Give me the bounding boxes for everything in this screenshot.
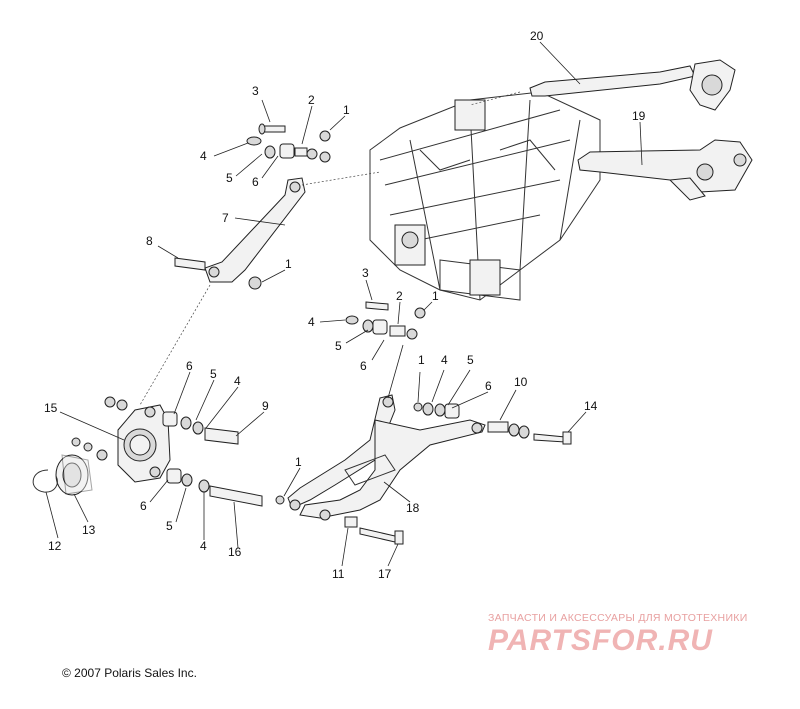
callout-14: 14	[584, 399, 598, 413]
callout-16: 16	[228, 545, 242, 559]
callout-9: 9	[262, 399, 269, 413]
callout-5: 5	[210, 367, 217, 381]
callout-4: 4	[200, 539, 207, 553]
callout-8: 8	[146, 234, 153, 248]
callout-6: 6	[360, 359, 367, 373]
callout-5: 5	[335, 339, 342, 353]
callout-4: 4	[441, 353, 448, 367]
callout-1: 1	[285, 257, 292, 271]
callout-15: 15	[44, 401, 58, 415]
chassis-frame	[369, 91, 601, 301]
a-arm-hardware	[275, 402, 572, 545]
camber-link-7	[139, 171, 381, 406]
callout-13: 13	[82, 523, 96, 537]
callout-6: 6	[140, 499, 147, 513]
callout-1: 1	[343, 103, 350, 117]
callout-4: 4	[234, 374, 241, 388]
callout-12: 12	[48, 539, 62, 553]
callout-4: 4	[200, 149, 207, 163]
upper-hardware	[174, 123, 331, 290]
callout-3: 3	[362, 266, 369, 280]
callout-7: 7	[222, 211, 229, 225]
callout-1: 1	[418, 353, 425, 367]
watermark-tagline: ЗАПЧАСТИ И АКСЕССУАРЫ ДЛЯ МОТОТЕХНИКИ	[488, 612, 748, 624]
callout-2: 2	[396, 289, 403, 303]
callout-2: 2	[308, 93, 315, 107]
callout-1: 1	[295, 455, 302, 469]
callout-6: 6	[252, 175, 259, 189]
copyright-text: © 2007 Polaris Sales Inc.	[62, 666, 197, 680]
watermark-logo: PARTSFOR.RU	[488, 624, 713, 657]
callout-20: 20	[530, 29, 544, 43]
hub-hardware	[71, 396, 263, 507]
callout-10: 10	[514, 375, 528, 389]
trailing-arm-19	[577, 139, 753, 201]
callout-5: 5	[226, 171, 233, 185]
callouts: 3 2 1 4 5 6 7 8 1 3 2 1 4 5 6 1 4 5 6 10…	[44, 29, 646, 581]
callout-3: 3	[252, 84, 259, 98]
bearing-carrier-15	[117, 404, 171, 483]
bearing-13	[55, 454, 93, 496]
callout-11: 11	[332, 567, 345, 581]
callout-4: 4	[308, 315, 315, 329]
callout-5: 5	[467, 353, 474, 367]
callout-6: 6	[485, 379, 492, 393]
leader-lines	[45, 41, 643, 567]
middle-hardware	[345, 301, 426, 340]
callout-5: 5	[166, 519, 173, 533]
snap-ring-12	[32, 469, 58, 493]
trailing-arm-20	[469, 59, 736, 111]
callout-17: 17	[378, 567, 392, 581]
callout-6: 6	[186, 359, 193, 373]
callout-18: 18	[406, 501, 420, 515]
callout-1: 1	[432, 289, 439, 303]
callout-19: 19	[632, 109, 646, 123]
